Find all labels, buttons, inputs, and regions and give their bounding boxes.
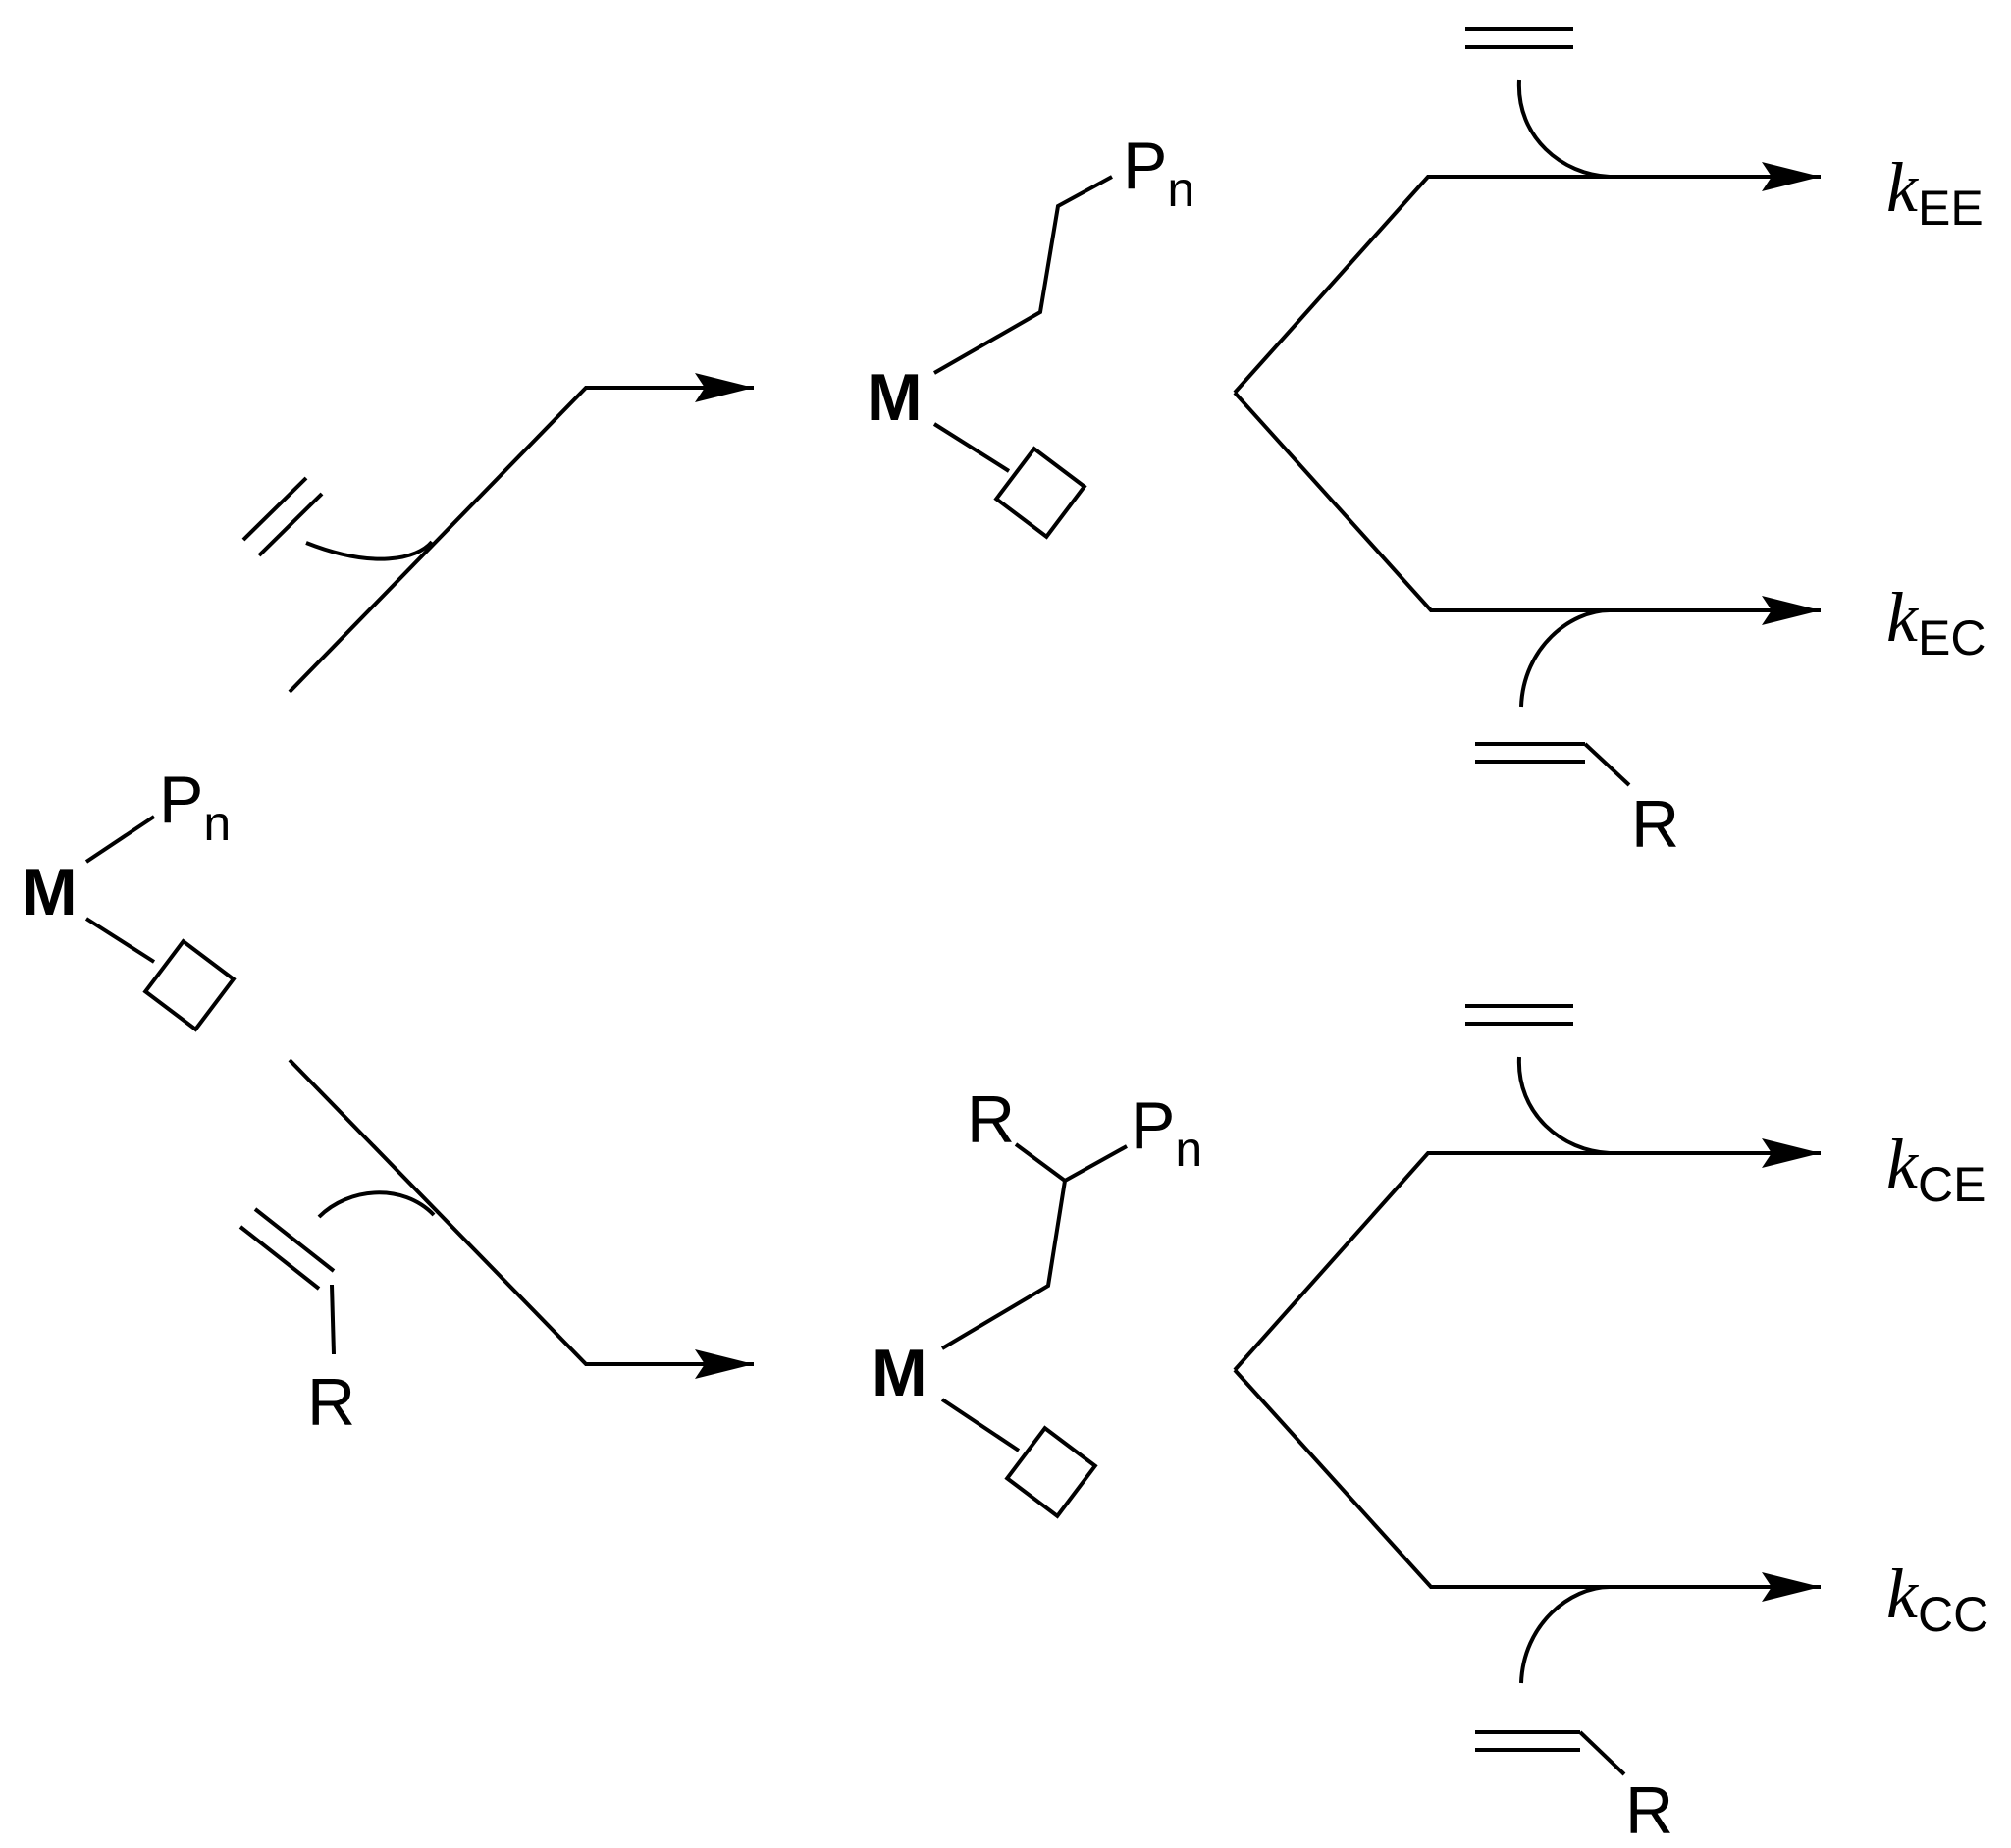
rate-constant-kEC: kEC bbox=[1886, 578, 1985, 665]
fork-to-kCC bbox=[1233, 1368, 1821, 1602]
rate-constant-kCE: kCE bbox=[1886, 1125, 1985, 1212]
chain-bonds bbox=[940, 1144, 1128, 1350]
rate-constant-kEE: kEE bbox=[1886, 148, 1984, 236]
polymer-label: Pn bbox=[159, 763, 231, 851]
substituent-label: R bbox=[967, 1082, 1015, 1157]
alkene-comonomer-icon bbox=[238, 1207, 336, 1355]
monomer-curve bbox=[1516, 79, 1611, 179]
monomer-curve bbox=[317, 1190, 436, 1219]
comonomer-terminated-complex: M R Pn bbox=[872, 1082, 1202, 1518]
substituent-label: R bbox=[1631, 787, 1679, 862]
ethylene-icon bbox=[1465, 1004, 1573, 1026]
polymer-label: Pn bbox=[1131, 1088, 1202, 1177]
alkene-comonomer-icon bbox=[1475, 742, 1631, 787]
start-complex: M Pn bbox=[22, 763, 236, 1031]
fork-to-kEE bbox=[1233, 162, 1821, 395]
metal-label: M bbox=[22, 855, 78, 929]
alkene-comonomer-icon bbox=[1475, 1730, 1626, 1776]
substituent-bond bbox=[1014, 1142, 1067, 1183]
upper-split: R kEE kEC bbox=[1233, 27, 1985, 862]
metal-label: M bbox=[872, 1336, 927, 1410]
substituent-label: R bbox=[1625, 1773, 1673, 1848]
chain-bonds bbox=[933, 175, 1113, 375]
monomer-curve bbox=[305, 540, 434, 561]
metal-polymer-bond bbox=[84, 815, 156, 864]
metal-label: M bbox=[867, 360, 923, 435]
comonomer-insertion-path: R bbox=[238, 1058, 754, 1440]
substituent-label: R bbox=[307, 1365, 355, 1440]
ethylene-icon bbox=[241, 476, 324, 557]
lower-split: R kCE kCC bbox=[1233, 1004, 1988, 1848]
vacant-site-icon bbox=[994, 447, 1086, 539]
metal-site-bond bbox=[84, 917, 156, 964]
polymer-label: Pn bbox=[1123, 129, 1194, 217]
ethylene-terminated-complex: M Pn bbox=[867, 129, 1194, 539]
fork-to-kEC bbox=[1233, 391, 1821, 625]
metal-site-bond bbox=[932, 422, 1011, 473]
path-arrow bbox=[288, 373, 754, 694]
path-arrow bbox=[288, 1058, 754, 1379]
vacant-site-icon bbox=[143, 939, 236, 1031]
monomer-curve bbox=[1516, 1056, 1611, 1155]
rate-constant-kCC: kCC bbox=[1886, 1555, 1988, 1642]
ethylene-icon bbox=[1465, 27, 1573, 49]
monomer-curve bbox=[1519, 608, 1611, 708]
vacant-site-icon bbox=[1005, 1426, 1097, 1518]
ethylene-insertion-path bbox=[241, 373, 754, 694]
fork-to-kCE bbox=[1233, 1138, 1821, 1372]
metal-site-bond bbox=[940, 1398, 1021, 1452]
monomer-curve bbox=[1519, 1585, 1611, 1684]
